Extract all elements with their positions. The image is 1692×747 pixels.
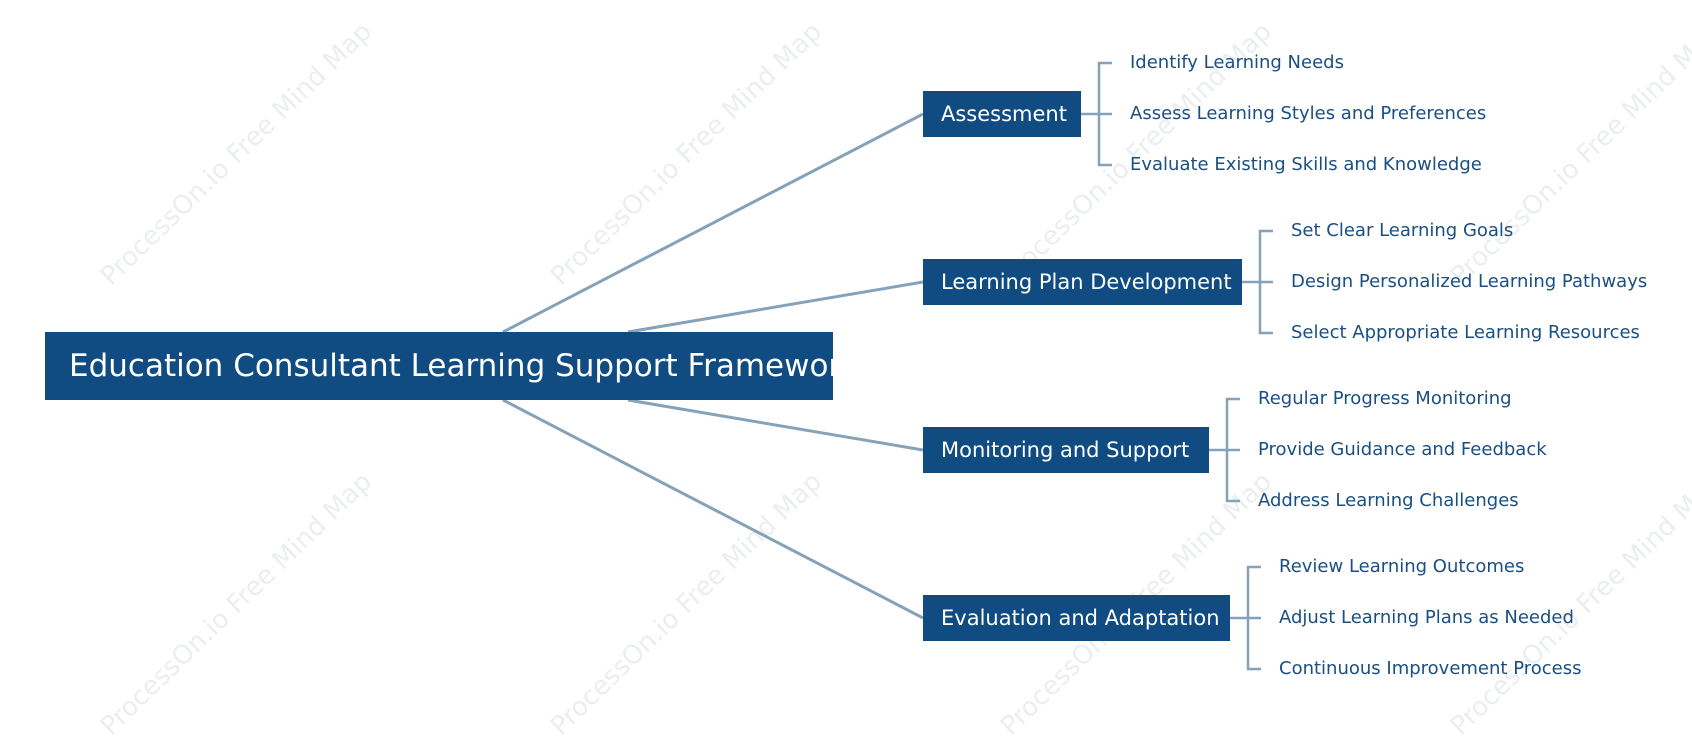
subtopic[interactable]: Regular Progress Monitoring <box>1258 388 1512 409</box>
bracket-monitoring <box>1209 397 1240 503</box>
subtopic[interactable]: Assess Learning Styles and Preferences <box>1130 103 1487 124</box>
bracket-assessment <box>1081 61 1112 167</box>
subtopic[interactable]: Provide Guidance and Feedback <box>1258 439 1547 460</box>
subtopic[interactable]: Set Clear Learning Goals <box>1291 220 1514 241</box>
connector-root-evaluation <box>502 398 924 620</box>
branch-topic-monitoring[interactable]: Monitoring and Support <box>923 427 1209 473</box>
subtopic[interactable]: Address Learning Challenges <box>1258 490 1519 511</box>
branch-topic-assessment[interactable]: Assessment <box>923 91 1081 137</box>
branch-topic-evaluation[interactable]: Evaluation and Adaptation <box>923 595 1230 641</box>
subtopic[interactable]: Evaluate Existing Skills and Knowledge <box>1130 154 1482 175</box>
subtopic[interactable]: Identify Learning Needs <box>1130 52 1344 73</box>
subtopic[interactable]: Continuous Improvement Process <box>1279 658 1582 679</box>
connector-root-assessment <box>502 112 924 334</box>
connector-root-plan <box>627 280 924 334</box>
subtopic[interactable]: Design Personalized Learning Pathways <box>1291 271 1648 292</box>
branch-topic-learning-plan[interactable]: Learning Plan Development <box>923 259 1242 305</box>
root-topic[interactable]: Education Consultant Learning Support Fr… <box>45 332 833 400</box>
bracket-plan <box>1242 229 1273 335</box>
bracket-evaluation <box>1230 565 1261 671</box>
subtopic[interactable]: Adjust Learning Plans as Needed <box>1279 607 1574 628</box>
subtopic[interactable]: Review Learning Outcomes <box>1279 556 1525 577</box>
connector-root-monitoring <box>627 398 924 452</box>
subtopic[interactable]: Select Appropriate Learning Resources <box>1291 322 1640 343</box>
